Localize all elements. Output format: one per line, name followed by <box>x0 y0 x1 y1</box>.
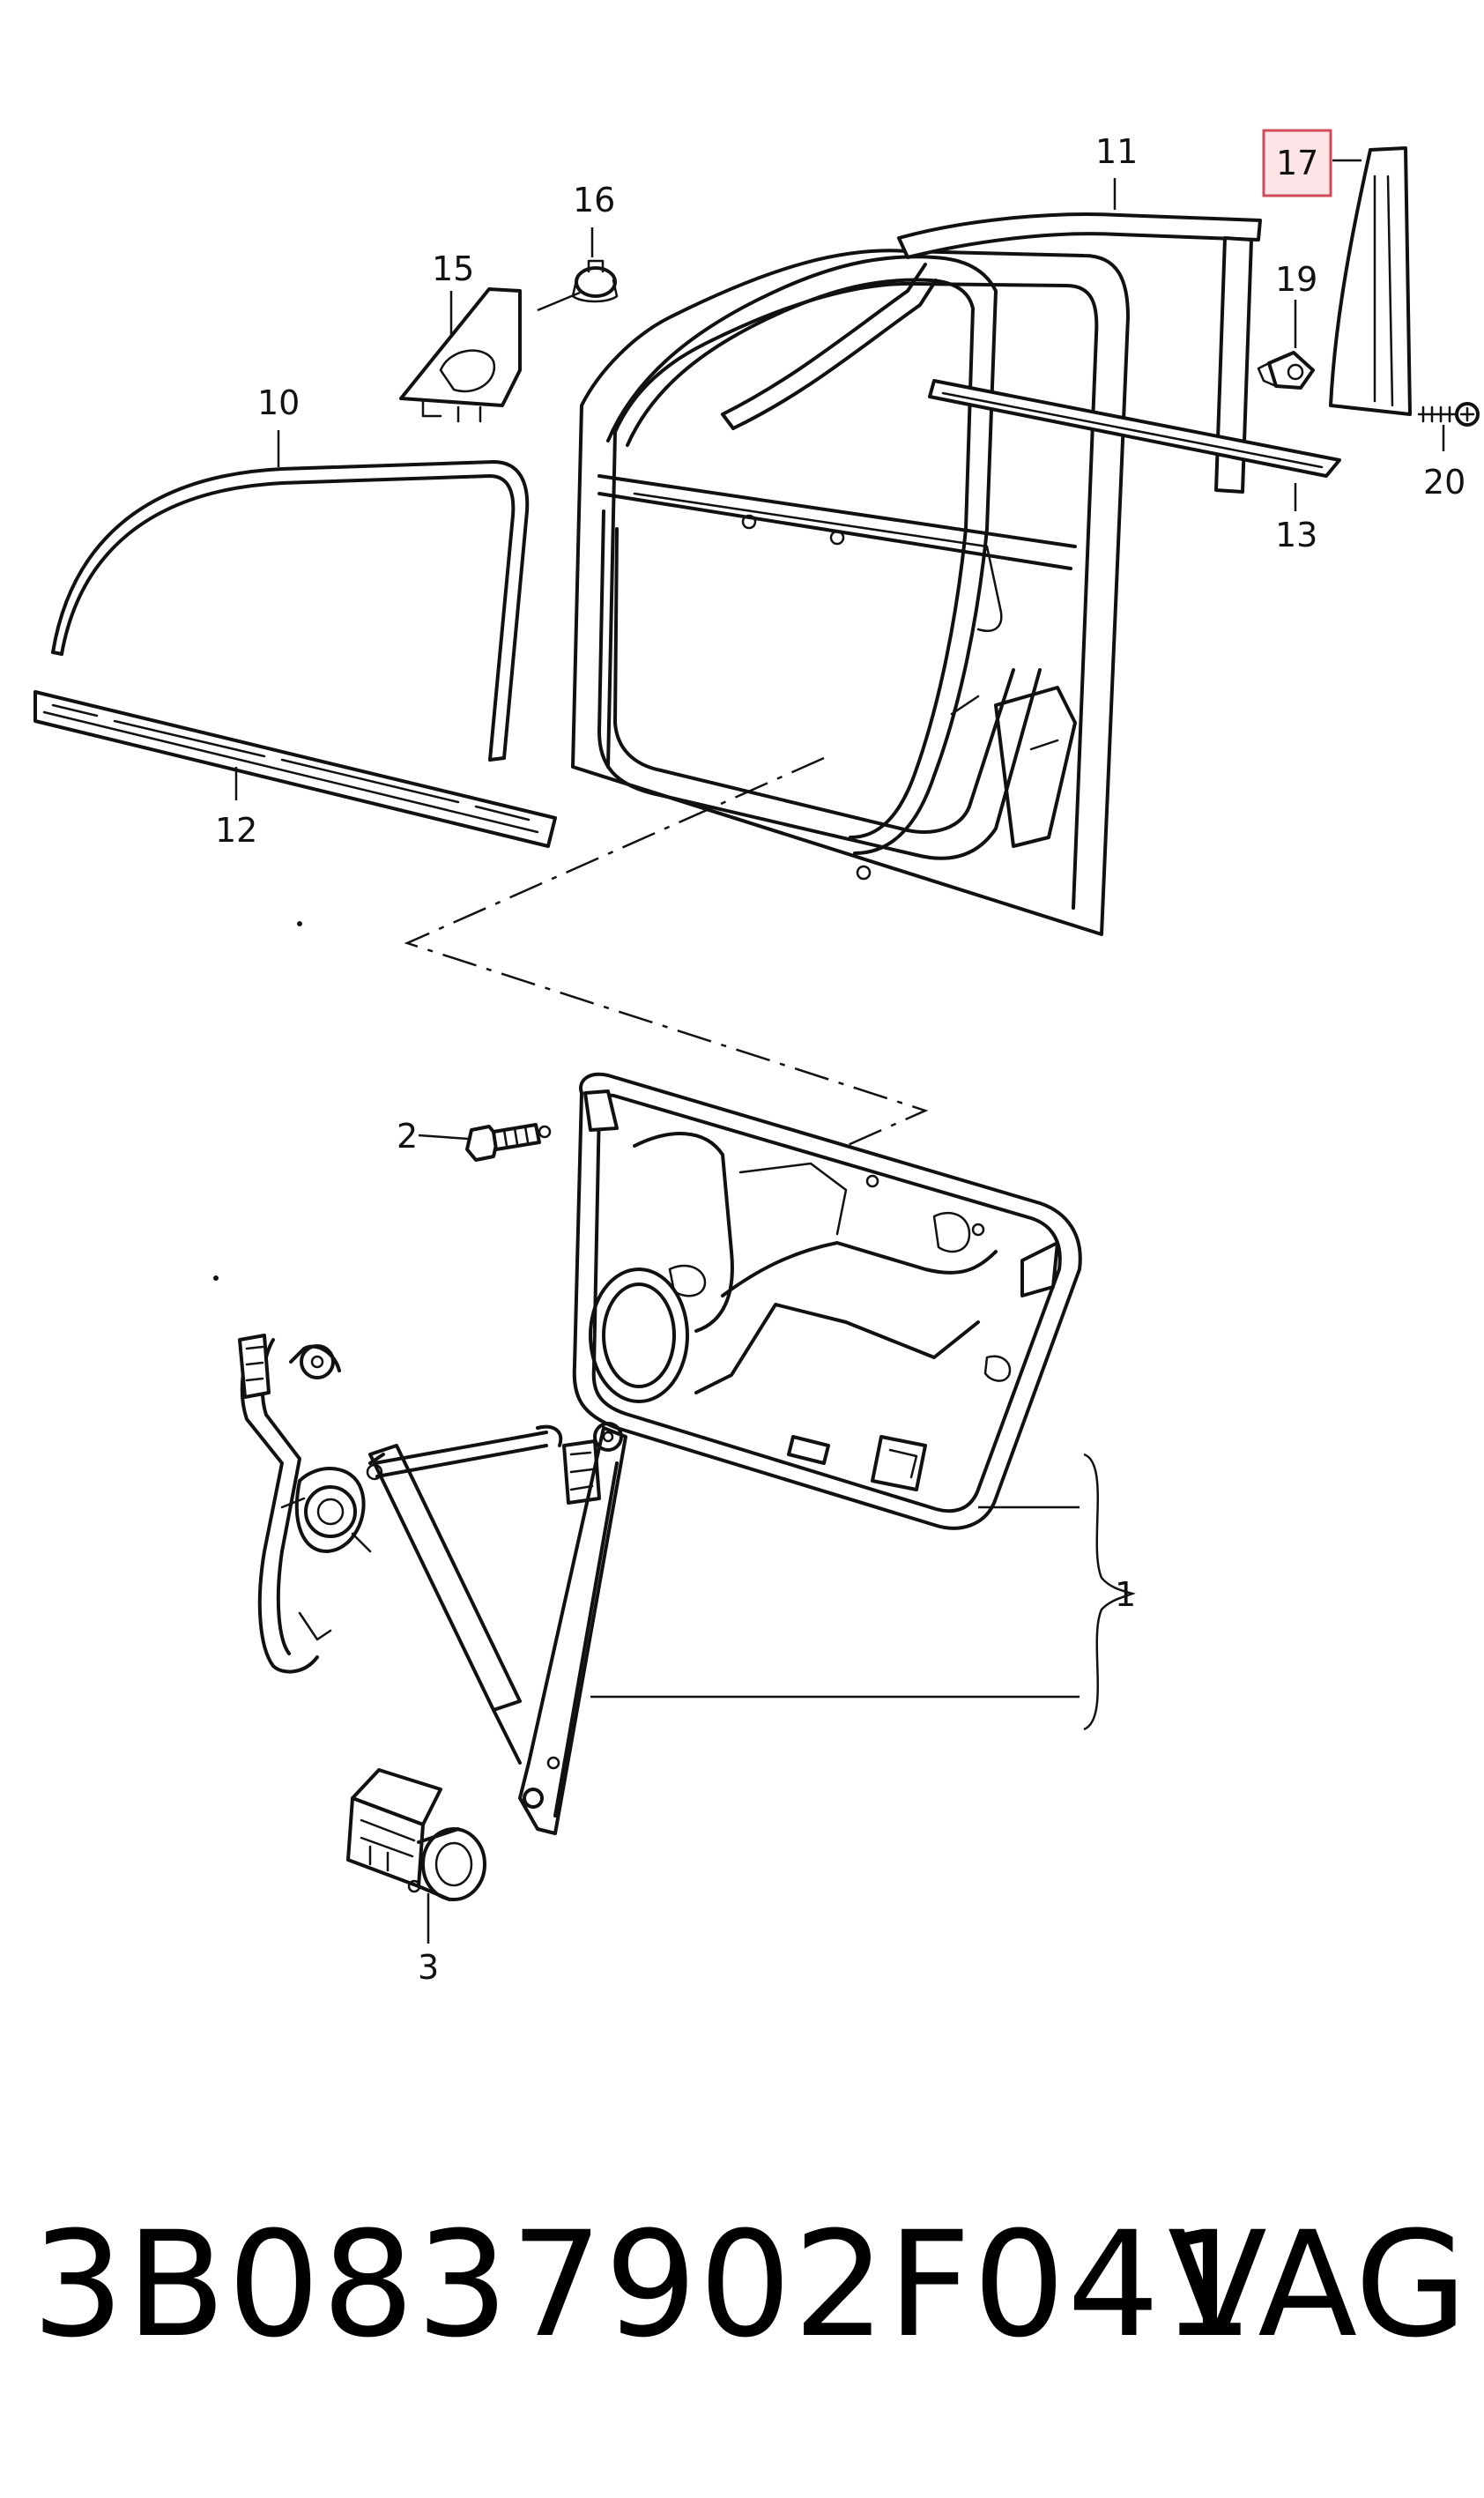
assembly-lines <box>213 756 929 1281</box>
part-11-top-strip <box>897 212 1262 494</box>
callout-11: 11 <box>1095 132 1138 171</box>
door-shell <box>571 249 1130 936</box>
window-regulator <box>238 1334 627 1835</box>
part-10-window-seal <box>51 460 530 762</box>
part-17-pillar-trim <box>1329 146 1412 416</box>
part-13-belt-strip <box>928 379 1341 478</box>
callout-15: 15 <box>432 249 474 288</box>
part-12-window-strip <box>33 690 557 848</box>
part-2-bolt <box>465 1123 552 1162</box>
part-19-clip <box>1257 351 1315 390</box>
callout-20: 20 <box>1423 463 1465 502</box>
callout-3: 3 <box>418 1948 439 1987</box>
callout-13: 13 <box>1275 516 1317 554</box>
callout-19: 19 <box>1275 260 1317 299</box>
callout-labels: 11 17 16 15 19 10 20 13 12 2 1 3 <box>215 132 1465 1987</box>
callout-2: 2 <box>397 1117 418 1156</box>
module-carrier-panel <box>572 1072 1082 1530</box>
door-seal <box>606 255 998 855</box>
part-15-mirror-trim <box>399 287 522 423</box>
callout-17: 17 <box>1276 144 1318 182</box>
part-3-motor <box>346 1768 486 1901</box>
callout-16: 16 <box>573 181 615 219</box>
callout-10: 10 <box>257 383 300 422</box>
callout-12: 12 <box>215 811 257 850</box>
callout-17-highlight <box>1262 129 1332 197</box>
callout-1: 1 <box>1115 1575 1136 1614</box>
brand-label: VAG <box>1168 2200 1468 2369</box>
part-20-screw <box>1417 402 1480 427</box>
part-number-label: 3B0837902F041 <box>32 2200 1256 2369</box>
part-16-clip <box>571 259 619 303</box>
leader-lines <box>234 159 1445 1944</box>
